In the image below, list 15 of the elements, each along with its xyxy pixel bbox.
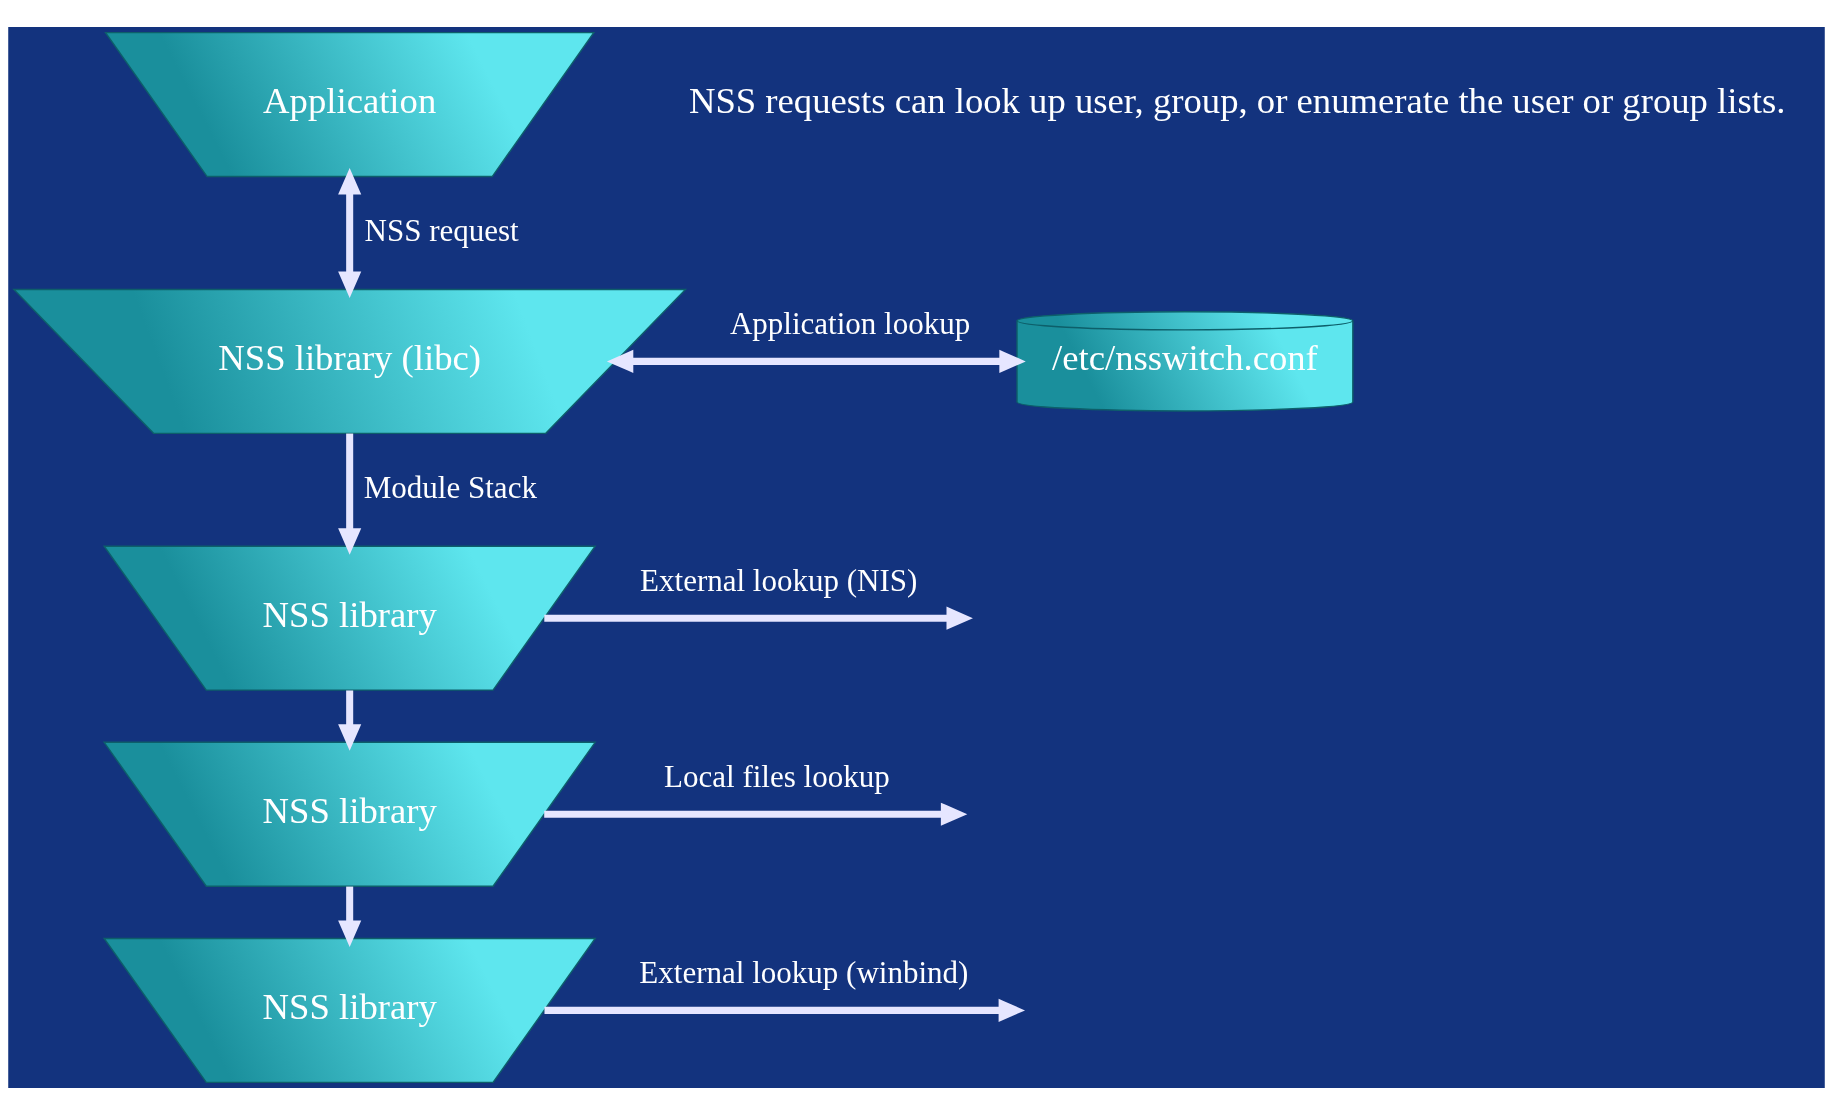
arrow <box>544 802 968 826</box>
arrow <box>338 886 362 947</box>
edge-label: External lookup (NIS) <box>640 562 918 598</box>
edge-label: Module Stack <box>363 469 537 505</box>
edge-label: External lookup (winbind) <box>639 955 969 991</box>
arrow <box>338 167 362 298</box>
edge-label: Local files lookup <box>664 758 890 794</box>
edge-label: Application lookup <box>729 306 971 342</box>
edge-label: NSS request <box>364 212 519 248</box>
arrow <box>338 690 362 751</box>
arrow <box>544 998 1026 1022</box>
arrow <box>606 349 1026 373</box>
label: NSS requests can look up user, group, or enumerate the user or group lists. <box>688 80 1786 122</box>
arrow <box>338 433 362 555</box>
arrow <box>544 606 973 630</box>
